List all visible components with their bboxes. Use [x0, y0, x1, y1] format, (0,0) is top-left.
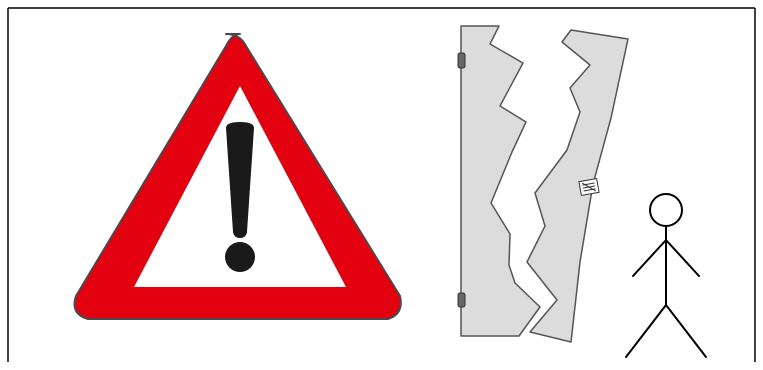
person-head — [650, 194, 682, 226]
person-left-arm — [633, 240, 666, 276]
person-right-arm — [666, 240, 699, 276]
warning-triangle-icon — [75, 34, 401, 319]
stick-figure-person-icon — [626, 194, 706, 357]
glass-pane-right — [527, 30, 628, 342]
glass-marking-label-icon — [579, 179, 599, 196]
broken-glass-door-icon — [458, 26, 628, 342]
person-right-leg — [666, 305, 706, 357]
glass-pane-left — [461, 26, 540, 336]
person-left-leg — [626, 305, 666, 357]
